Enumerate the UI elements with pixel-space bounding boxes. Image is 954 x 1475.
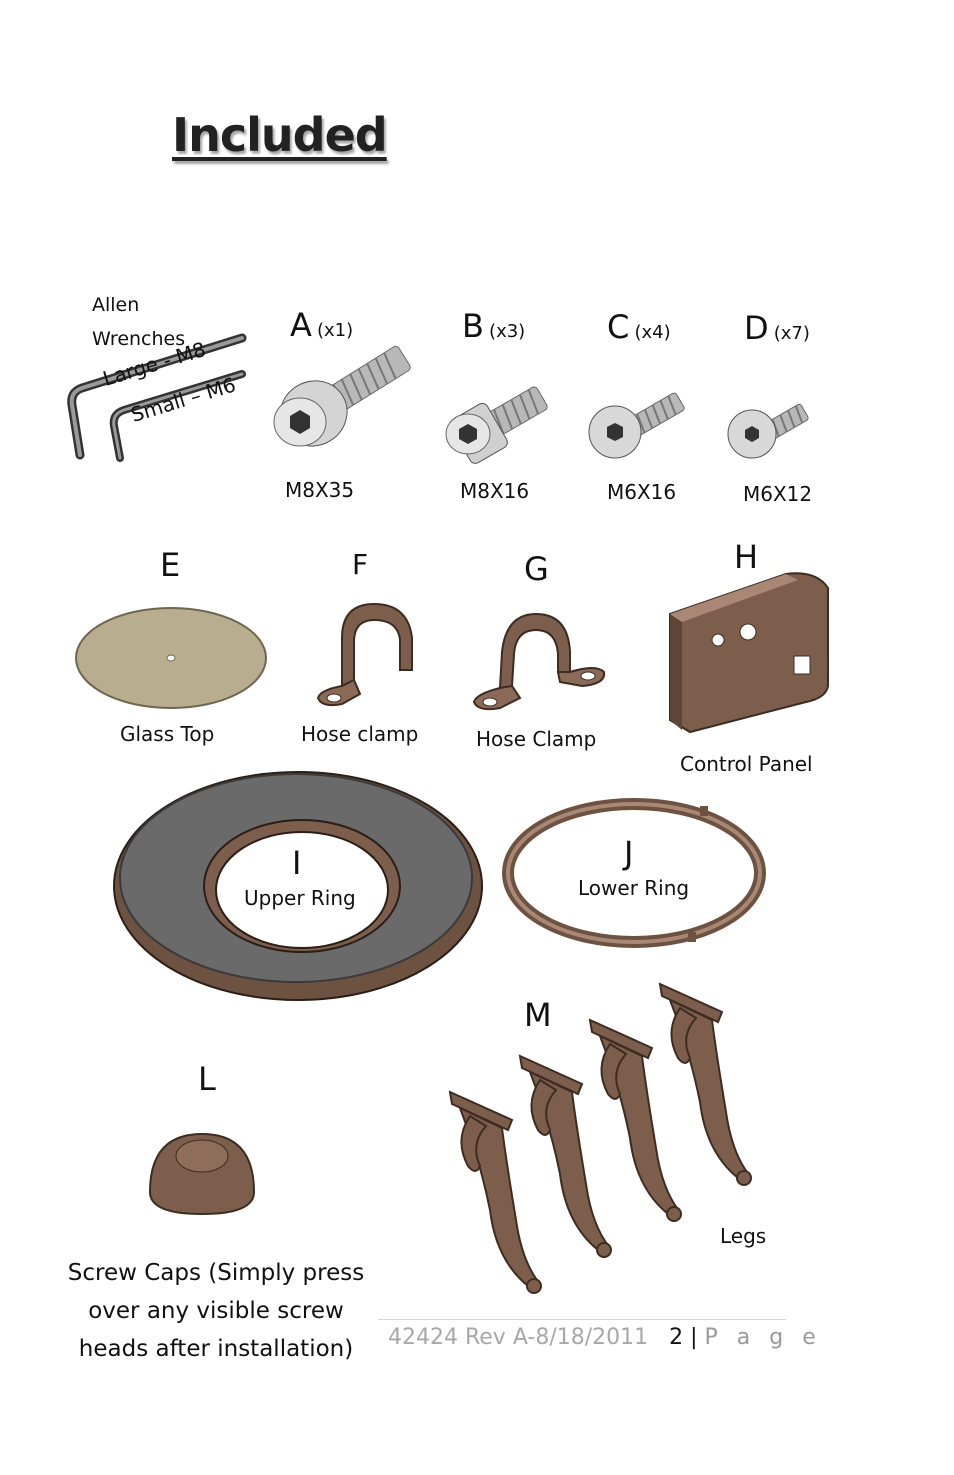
legs-illustration [448,982,752,1294]
lower-ring-label: Lower Ring [578,876,690,900]
screw-d-size: M6X12 [743,482,813,506]
caption-line-1: Screw Caps (Simply press [67,1260,365,1286]
hose-clamp-f-label: Hose clamp [301,722,419,746]
screw-d-illustration [727,403,809,459]
screw-d-heading: D (x7) [744,309,810,347]
legs-label: Legs [720,1224,767,1248]
screw-b-illustration [445,386,548,464]
hose-clamp-g-label: Hose Clamp [476,727,597,751]
screw-b-qty: (x3) [489,321,526,342]
part-j-letter: J [624,834,634,872]
glass-top-label: Glass Top [120,722,215,746]
footer-revision: 42424 Rev A-8/18/2011 [388,1325,649,1350]
screw-cap-illustration [148,1132,256,1216]
allen-wrench-illustration [67,333,247,462]
screw-a-size: M8X35 [285,478,355,502]
screw-d-letter: D [744,309,769,347]
part-e-letter: E [160,546,181,584]
control-panel-label: Control Panel [680,752,813,776]
screw-b-heading: B (x3) [462,307,525,345]
screw-c-size: M6X16 [607,480,677,504]
part-g-letter: G [524,550,549,588]
part-l-letter: L [198,1060,216,1098]
upper-ring-illustration [113,771,483,1001]
screw-a-illustration [273,345,411,447]
screw-c-letter: C [607,308,630,346]
hose-clamp-g-illustration [472,612,606,711]
glass-top-illustration [75,607,267,709]
part-f-letter: F [352,548,369,581]
screw-caps-caption: Screw Caps (Simply press over any visibl… [66,1254,366,1368]
allen-label-line2: Wrenches [92,328,186,350]
screw-d-qty: (x7) [773,323,810,344]
screw-c-qty: (x4) [634,322,671,343]
screw-b-size: M8X16 [460,479,530,503]
screw-c-heading: C (x4) [607,308,671,346]
caption-line-2: over any visible screw [88,1298,344,1324]
part-h-letter: H [734,538,759,576]
part-i-letter: I [292,844,302,882]
hose-clamp-f-illustration [316,602,413,707]
part-m-letter: M [524,996,552,1034]
lower-ring-illustration [502,798,766,948]
upper-ring-label: Upper Ring [244,886,356,910]
footer-page-number: 2 [669,1325,684,1350]
screw-a-qty: (x1) [316,320,354,341]
footer-page-word: P a g e [704,1325,822,1350]
screw-b-letter: B [462,307,484,345]
screw-a-letter: A [290,306,312,344]
caption-line-3: heads after installation) [78,1336,354,1362]
control-panel-illustration [669,572,829,734]
footer-rule [378,1319,786,1320]
screw-c-illustration [588,392,685,459]
screw-a-heading: A (x1) [290,306,353,344]
page-title: Included [172,108,388,162]
footer-separator: | [690,1325,698,1350]
page-footer: 42424 Rev A-8/18/2011 2 | P a g e [388,1325,822,1350]
allen-label-line1: Allen [92,294,140,316]
